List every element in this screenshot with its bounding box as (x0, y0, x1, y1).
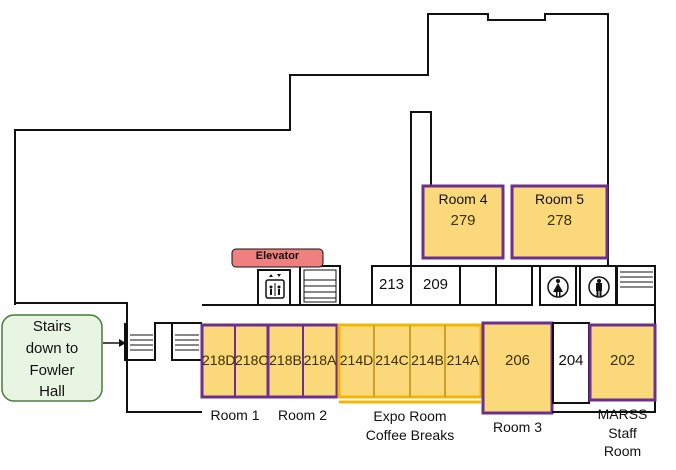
room-5 (510, 184, 609, 260)
room-5-number: 278 (546, 212, 573, 229)
room-1-caption: Room 1 (210, 407, 260, 423)
room-214a-label: 214A (446, 352, 480, 368)
room-4-title: Room 4 (438, 191, 488, 207)
room-3-caption: Room 3 (492, 419, 543, 435)
room-204 (552, 322, 590, 404)
expo-caption-1: Expo Room (373, 408, 447, 424)
room-213-label: 213 (378, 276, 405, 293)
stairs-icon (130, 269, 653, 351)
room-214d-label: 214D (339, 352, 374, 368)
marss-caption-1: MARSS (597, 406, 648, 422)
room-218a-label: 218A (303, 352, 337, 368)
stairs-label-1: Stairs (32, 318, 72, 335)
room-218b-label: 218B (269, 352, 302, 368)
stairs-to-fowler-box (1, 314, 103, 402)
room-5-title: Room 5 (534, 191, 585, 207)
room-3 (481, 321, 554, 415)
restroom-men-icon (588, 276, 610, 298)
room-214c-label: 214C (375, 352, 409, 368)
room-204-label: 204 (558, 352, 584, 369)
room-214b-label: 214B (411, 352, 444, 368)
expo-caption-2: Coffee Breaks (365, 427, 455, 443)
building-outline (14, 13, 656, 413)
stairs-label-3: Fowler (29, 362, 75, 379)
elevator-label: Elevator (255, 250, 300, 262)
room-206-label: 206 (504, 352, 531, 369)
stairs-label-4: Hall (39, 383, 65, 400)
stairs-label-2: down to (25, 340, 79, 357)
marss-caption-3: Room (603, 443, 642, 459)
room-202-label: 202 (609, 352, 636, 369)
room-209-label: 209 (422, 276, 449, 293)
room-4 (421, 184, 505, 260)
marss-staff-room (588, 323, 657, 402)
room-218c-label: 218C (235, 352, 269, 368)
stairs-arrow (103, 339, 126, 347)
room-2-caption: Room 2 (277, 407, 328, 423)
room-218d-label: 218D (202, 352, 236, 368)
marss-caption-2: Staff (608, 425, 637, 441)
elevator-icon (265, 274, 285, 299)
room-4-number: 279 (450, 212, 476, 229)
restroom-women-icon (547, 276, 569, 298)
elevator-badge (231, 248, 324, 268)
